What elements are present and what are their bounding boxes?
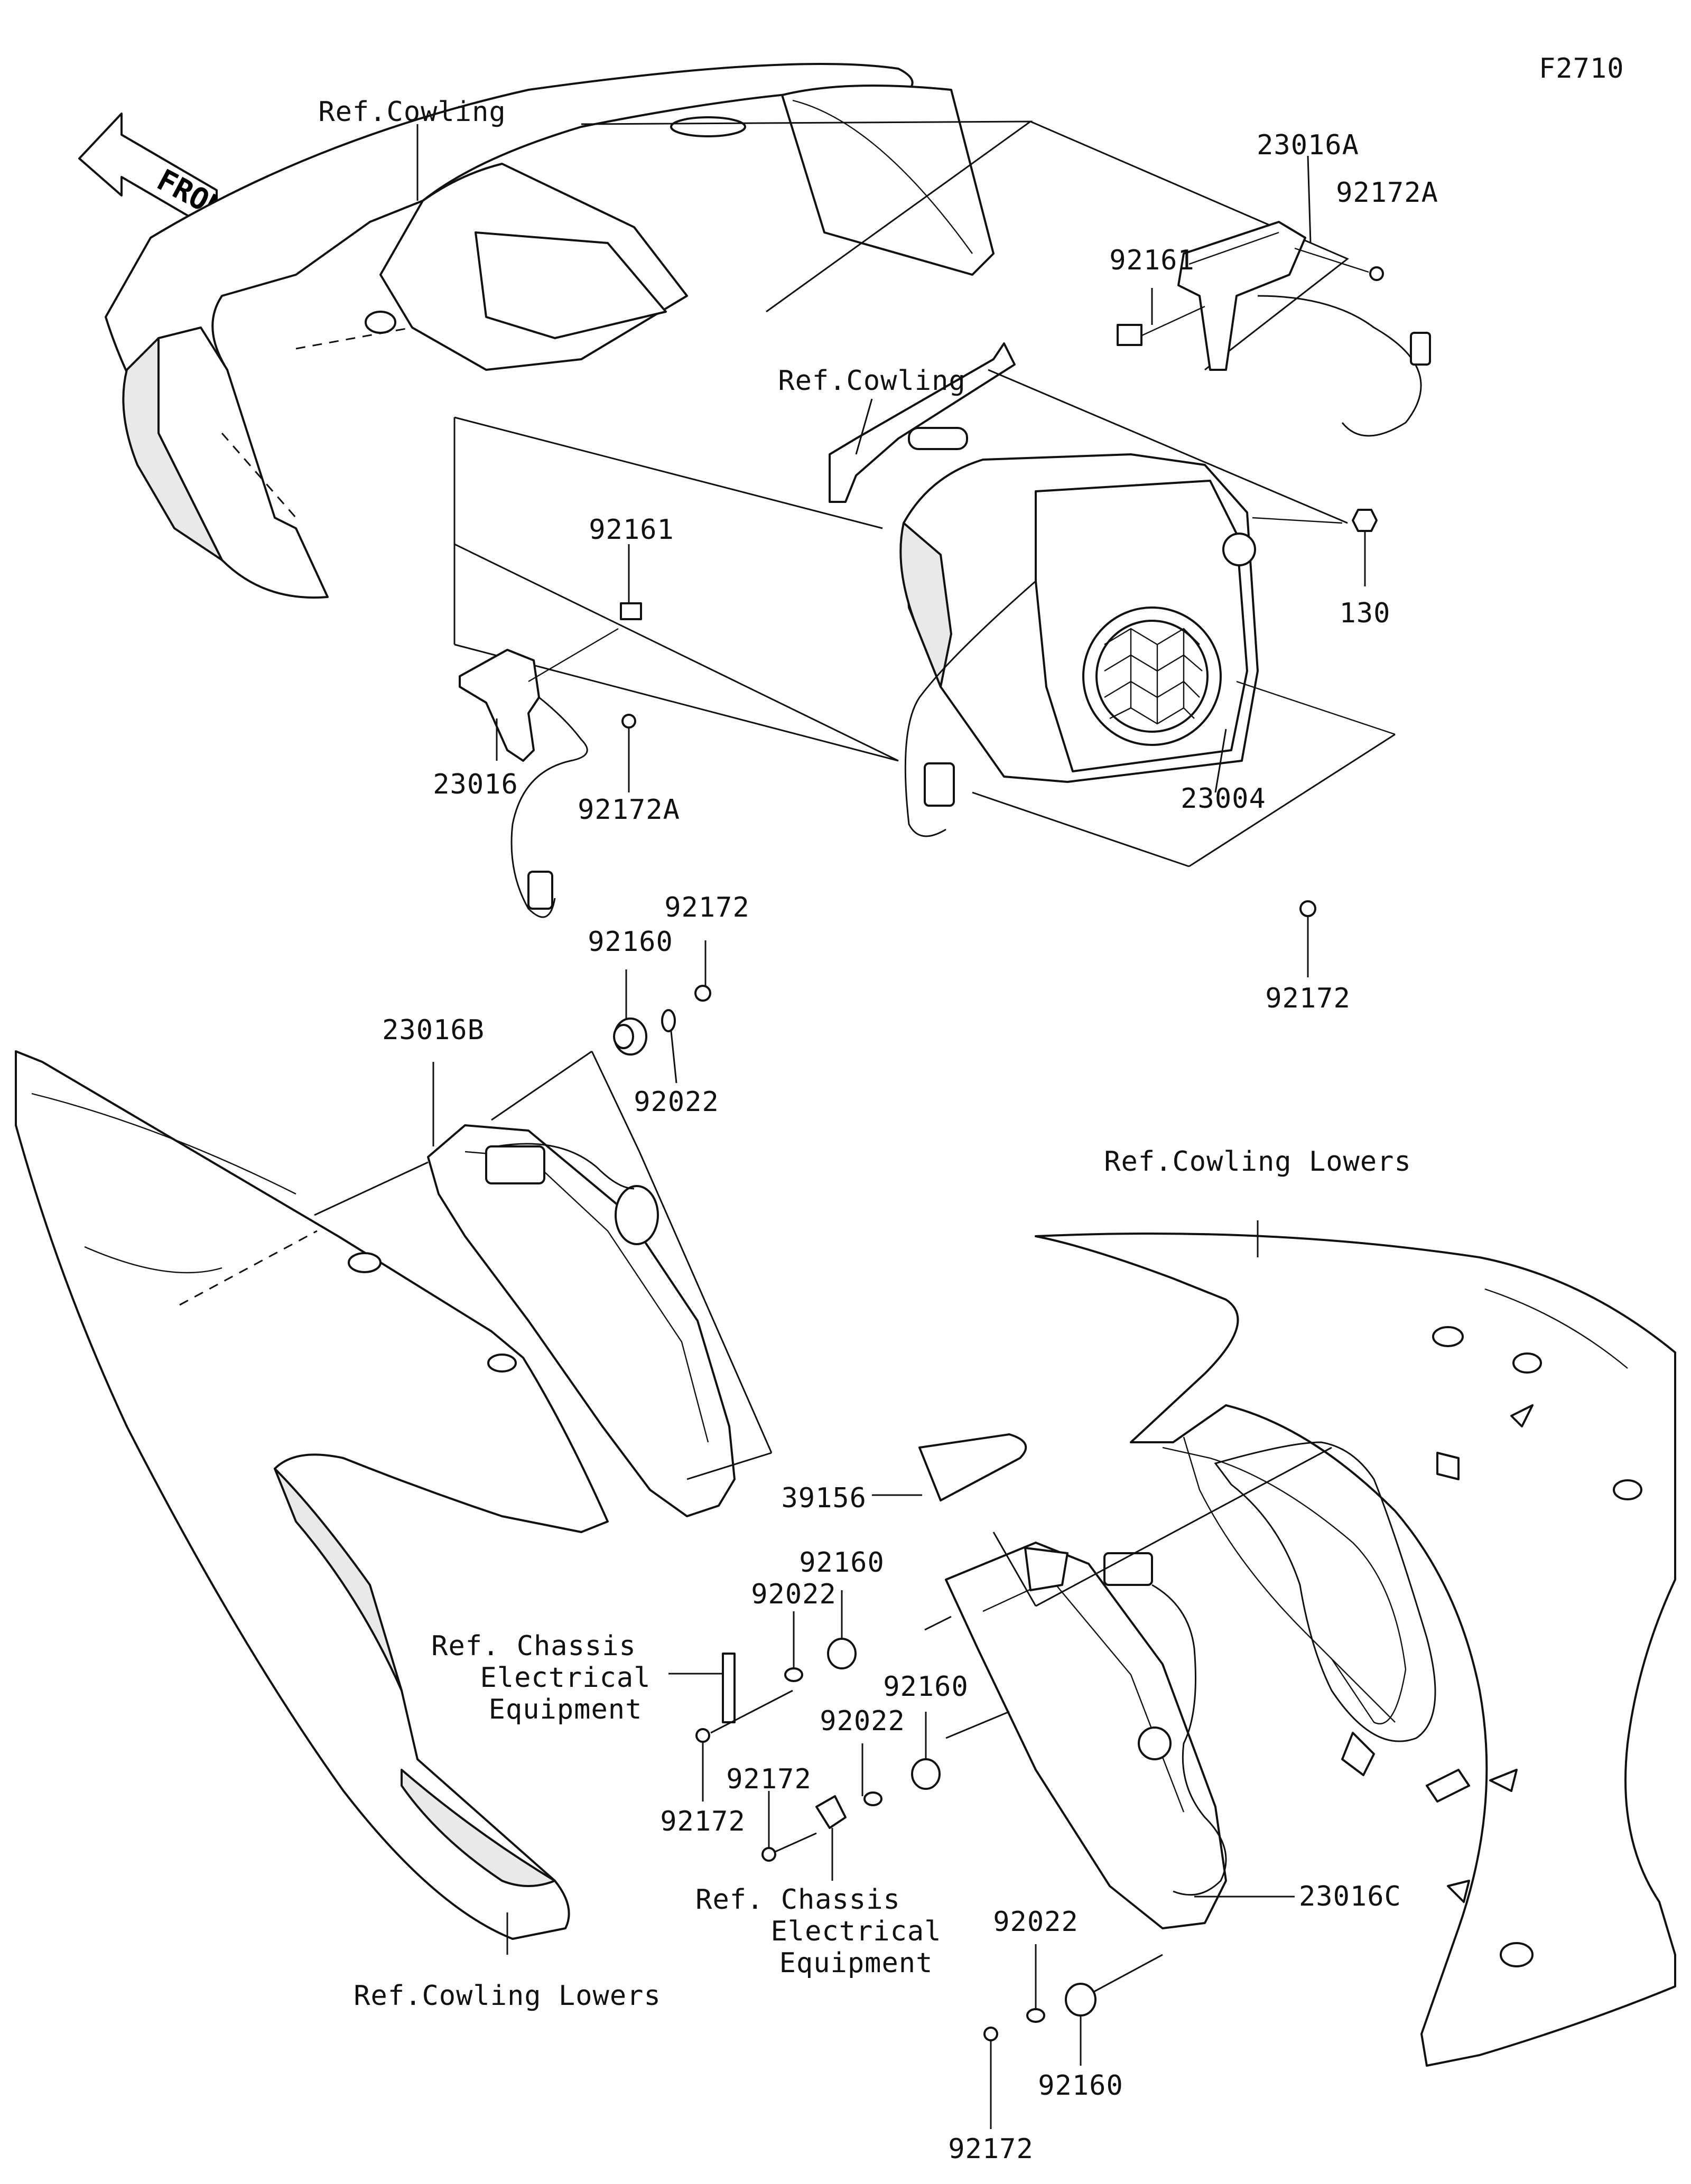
label-92022-c: 92022: [820, 1705, 905, 1737]
turn-signal-23016B: [314, 1050, 773, 1517]
screw-92172-b: [695, 1690, 793, 1802]
diagram-id: F2710: [1539, 53, 1624, 85]
label-92172-b: 92172: [660, 1806, 746, 1837]
screw-92172-c: [761, 1791, 817, 1862]
screw-92172-right: [1299, 900, 1316, 977]
label-ref-chassis-2-line1: Ref. Chassis: [695, 1884, 900, 1916]
screw-92172A-top: [1369, 266, 1384, 281]
label-ref-cowling-lowers-left: Ref.Cowling Lowers: [354, 1980, 661, 2012]
label-23016A: 23016A: [1257, 129, 1359, 161]
bolt-130: [1352, 509, 1378, 586]
label-92160-d: 92160: [1038, 2070, 1123, 2102]
label-92160-a: 92160: [588, 926, 673, 958]
washer-92022-d: [1026, 1944, 1045, 2023]
grommet-92160-c: [911, 1712, 941, 1790]
grommet-92161-mid: [620, 602, 642, 620]
label-ref-cowling-top: Ref.Cowling: [318, 96, 506, 128]
label-ref-cowling-mid: Ref.Cowling: [778, 365, 966, 397]
washer-92022-b: [784, 1611, 803, 1682]
label-ref-chassis-2-line3: Equipment: [779, 1947, 933, 1979]
label-39156: 39156: [781, 1482, 867, 1514]
label-ref-chassis-1-line3: Equipment: [488, 1694, 643, 1725]
label-92172-a: 92172: [664, 892, 750, 923]
turn-signal-23016: [459, 628, 619, 918]
screw-92172A-mid: [621, 714, 636, 792]
bracket-ref-chassis-1: [668, 1653, 736, 1723]
screw-92172-d: [983, 2027, 998, 2129]
label-130: 130: [1339, 598, 1391, 629]
screw-92172-a: [625, 940, 711, 1019]
label-23016: 23016: [433, 769, 518, 800]
turn-signal-23016A: [1136, 221, 1431, 437]
label-23004: 23004: [1181, 783, 1266, 815]
grommet-92160-d: [1065, 1983, 1097, 2066]
label-92172A-mid: 92172A: [578, 794, 680, 826]
turn-signal-23016C: [924, 1446, 1332, 1993]
label-ref-chassis-1-line1: Ref. Chassis: [431, 1630, 636, 1662]
label-23016C: 23016C: [1299, 1881, 1401, 1912]
label-ref-cowling-lowers-right: Ref.Cowling Lowers: [1104, 1146, 1411, 1178]
label-92160-c: 92160: [883, 1671, 969, 1703]
label-92172-right: 92172: [1265, 983, 1351, 1014]
label-ref-chassis-2-line2: Electrical: [770, 1916, 942, 1947]
label-92161-top: 92161: [1109, 245, 1195, 276]
grommet-92160-a: [613, 1018, 647, 1056]
label-92022-a: 92022: [634, 1086, 719, 1118]
label-ref-chassis-1-line2: Electrical: [480, 1662, 651, 1694]
headlight-23004: [899, 453, 1396, 867]
label-92172A-top: 92172A: [1336, 177, 1438, 209]
label-92172-c: 92172: [726, 1763, 812, 1795]
label-92161-mid: 92161: [589, 514, 674, 546]
bracket-ref-cowling: [829, 342, 1348, 524]
label-92172-d: 92172: [948, 2133, 1034, 2165]
washer-92022-c: [861, 1743, 882, 1806]
label-92022-d: 92022: [993, 1906, 1079, 1938]
grommet-92160-b: [827, 1590, 857, 1669]
upper-cowling: [105, 63, 995, 599]
bracket-ref-chassis-2: [815, 1795, 847, 1881]
grommet-92161-top: [1117, 324, 1142, 346]
lower-cowling-right: [1035, 1220, 1676, 2067]
lower-cowling-left: [15, 1050, 609, 1940]
label-92160-b: 92160: [799, 1547, 885, 1579]
label-92022-b: 92022: [751, 1579, 837, 1610]
reflector-39156: [872, 1433, 1027, 1501]
washer-92022-a: [661, 1009, 677, 1084]
label-23016B: 23016B: [382, 1014, 485, 1046]
